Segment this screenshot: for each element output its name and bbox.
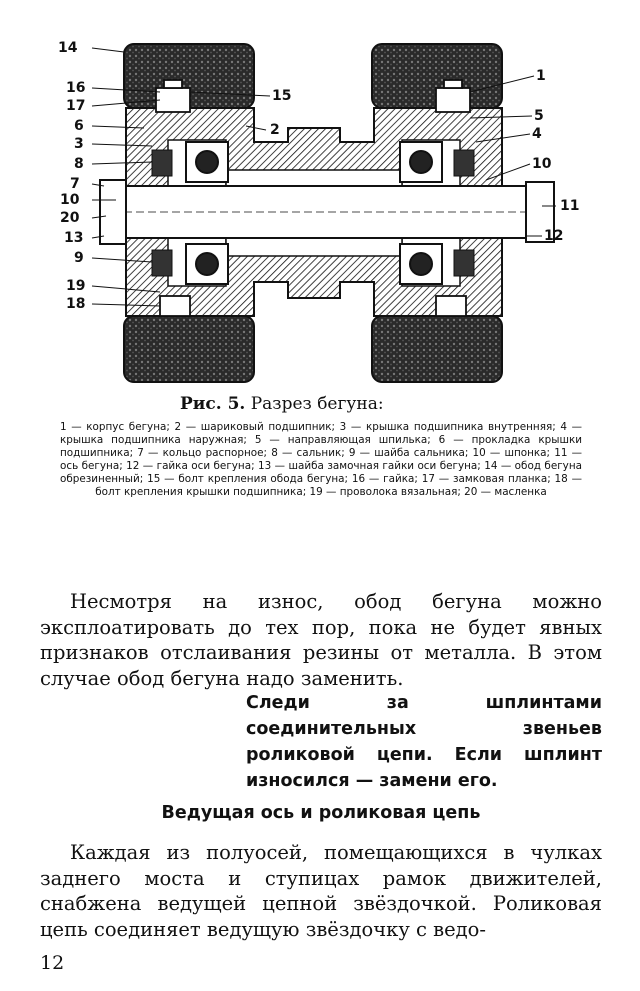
callout-17: 17 (66, 98, 85, 114)
callout-16: 16 (66, 80, 85, 96)
callout-14: 14 (58, 40, 78, 56)
callout-3: 3 (74, 136, 84, 152)
figure-legend: 1 — корпус бегуна; 2 — шариковый подшипн… (60, 421, 582, 498)
callout-20: 20 (60, 210, 80, 226)
callout-7: 7 (70, 176, 80, 192)
section-heading: Ведущая ось и роликовая цепь (161, 803, 481, 823)
callout-leaders (91, 47, 556, 307)
callout-13: 13 (64, 230, 83, 246)
ball-bearing (185, 141, 443, 285)
paragraph-rim-wear: Несмотря на износ, обод бегуна можно экс… (40, 590, 602, 690)
right-rubber-rim-bottom (371, 315, 503, 383)
rim-bolt (155, 79, 471, 317)
callout-6: 6 (74, 118, 84, 134)
callout-10-right: 10 (532, 156, 552, 172)
maintenance-rule: Следи за шплинтами соединительных звенье… (246, 693, 602, 791)
callout-19: 19 (66, 278, 85, 294)
right-callouts: 1 15 2 5 4 10 11 12 (270, 68, 579, 244)
callout-9: 9 (74, 250, 84, 266)
callout-10: 10 (60, 192, 80, 208)
callout-2: 2 (270, 122, 280, 138)
figure-title: Разрез бегуна: (250, 394, 384, 414)
callout-5: 5 (534, 108, 544, 124)
figure-label: Рис. 5. (180, 394, 246, 414)
wheel-section-drawing: 14 16 17 6 3 8 7 10 20 13 9 19 18 1 15 2… (58, 40, 579, 383)
callout-12: 12 (544, 228, 563, 244)
wheel-cross-section-figure: 14 16 17 6 3 8 7 10 20 13 9 19 18 1 15 2… (56, 30, 596, 392)
callout-11: 11 (560, 198, 579, 214)
callout-18: 18 (66, 296, 85, 312)
left-callouts: 14 16 17 6 3 8 7 10 20 13 9 19 18 (58, 40, 85, 312)
seal (151, 149, 475, 277)
paragraph-drive-axle: Каждая из полуосей, помещающихся в чулка… (40, 841, 602, 941)
callout-8: 8 (74, 156, 84, 172)
callout-15: 15 (272, 88, 291, 104)
page-number: 12 (40, 952, 65, 974)
callout-4: 4 (532, 126, 542, 142)
callout-1: 1 (536, 68, 546, 84)
left-rubber-rim-bottom (123, 315, 255, 383)
figure-caption: Рис. 5. Разрез бегуна: (180, 394, 384, 414)
